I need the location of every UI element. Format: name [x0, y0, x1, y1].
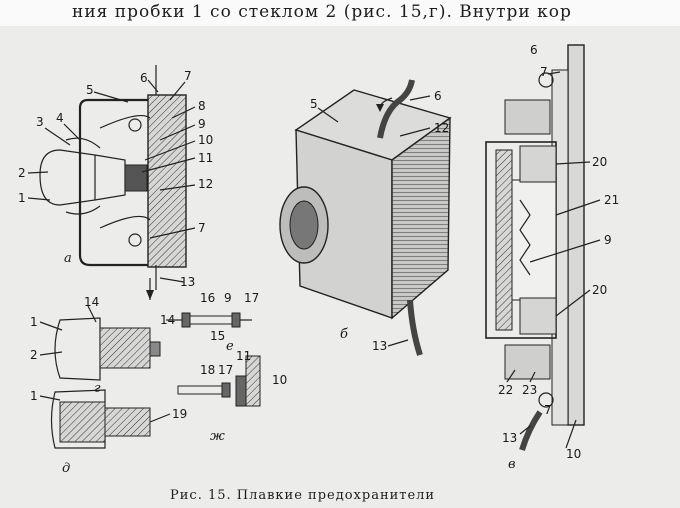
label-12b: 12 — [434, 121, 449, 135]
label-17b: 17 — [218, 363, 233, 377]
label-15: 15 — [210, 329, 225, 343]
panel-label-e: е — [226, 339, 234, 354]
label-9c: 9 — [604, 233, 612, 247]
label-20: 20 — [592, 155, 607, 169]
label-20b: 20 — [592, 283, 607, 297]
panel-label-v: в — [508, 457, 516, 472]
leader-lines-b — [317, 95, 431, 347]
panel-label-d: д — [62, 461, 70, 476]
label-10c: 10 — [566, 447, 581, 461]
label-10: 10 — [198, 133, 213, 147]
label-7c: 7 — [540, 65, 548, 79]
label-11b: 11 — [236, 349, 251, 363]
label-9b: 9 — [224, 291, 232, 305]
label-22: 22 — [498, 383, 513, 397]
label-10b: 10 — [272, 373, 287, 387]
label-14b: 14 — [160, 313, 175, 327]
label-12: 12 — [198, 177, 213, 191]
label-17: 17 — [244, 291, 259, 305]
label-2b: 2 — [30, 348, 38, 362]
label-7d: 7 — [544, 403, 552, 417]
label-1b: 1 — [30, 315, 38, 329]
label-5b: 5 — [310, 97, 318, 111]
plug-section-g — [39, 305, 161, 381]
label-6: 6 — [140, 71, 148, 85]
label-3: 3 — [36, 115, 44, 129]
label-7: 7 — [184, 69, 192, 83]
label-21: 21 — [604, 193, 619, 207]
label-5: 5 — [86, 83, 94, 97]
label-13c: 13 — [502, 431, 517, 445]
label-16: 16 — [200, 291, 215, 305]
label-23: 23 — [522, 383, 537, 397]
panel-label-zh: ж — [210, 429, 225, 444]
label-13b: 13 — [372, 339, 387, 353]
label-1c: 1 — [30, 389, 38, 403]
cartridge-zh — [177, 355, 261, 407]
panel-label-g: г — [94, 381, 101, 396]
label-18: 18 — [200, 363, 215, 377]
label-4: 4 — [56, 111, 64, 125]
fuse-block-b — [279, 79, 452, 356]
header-text-line: ния пробки 1 со стеклом 2 (рис. 15,г). В… — [0, 0, 680, 26]
label-6c: 6 — [530, 43, 538, 57]
panel-label-b: б — [340, 327, 348, 342]
label-2: 2 — [18, 166, 26, 180]
figure-caption: Рис. 15. Плавкие предохранители — [170, 488, 436, 503]
label-14: 14 — [84, 295, 99, 309]
label-9: 9 — [198, 117, 206, 131]
leader-lines-a — [27, 79, 196, 283]
fuse-cross-section-a — [39, 65, 187, 300]
label-11: 11 — [198, 151, 213, 165]
label-6b: 6 — [434, 89, 442, 103]
part-labels: 1 2 3 4 5 6 7 8 9 10 11 12 7 13 14 1 2 1… — [18, 43, 619, 461]
plug-section-d — [39, 389, 171, 449]
label-19: 19 — [172, 407, 187, 421]
tube-fuse-v — [485, 44, 585, 451]
cartridge-e — [166, 312, 252, 328]
panel-label-a: а — [64, 251, 72, 266]
label-7b: 7 — [198, 221, 206, 235]
leader-lines-v — [506, 71, 601, 449]
header-text: ния пробки 1 со стеклом 2 (рис. 15,г). В… — [72, 2, 572, 22]
panel-letters: а б в г д е ж — [62, 251, 516, 476]
label-8: 8 — [198, 99, 206, 113]
label-13: 13 — [180, 275, 195, 289]
label-1: 1 — [18, 191, 26, 205]
